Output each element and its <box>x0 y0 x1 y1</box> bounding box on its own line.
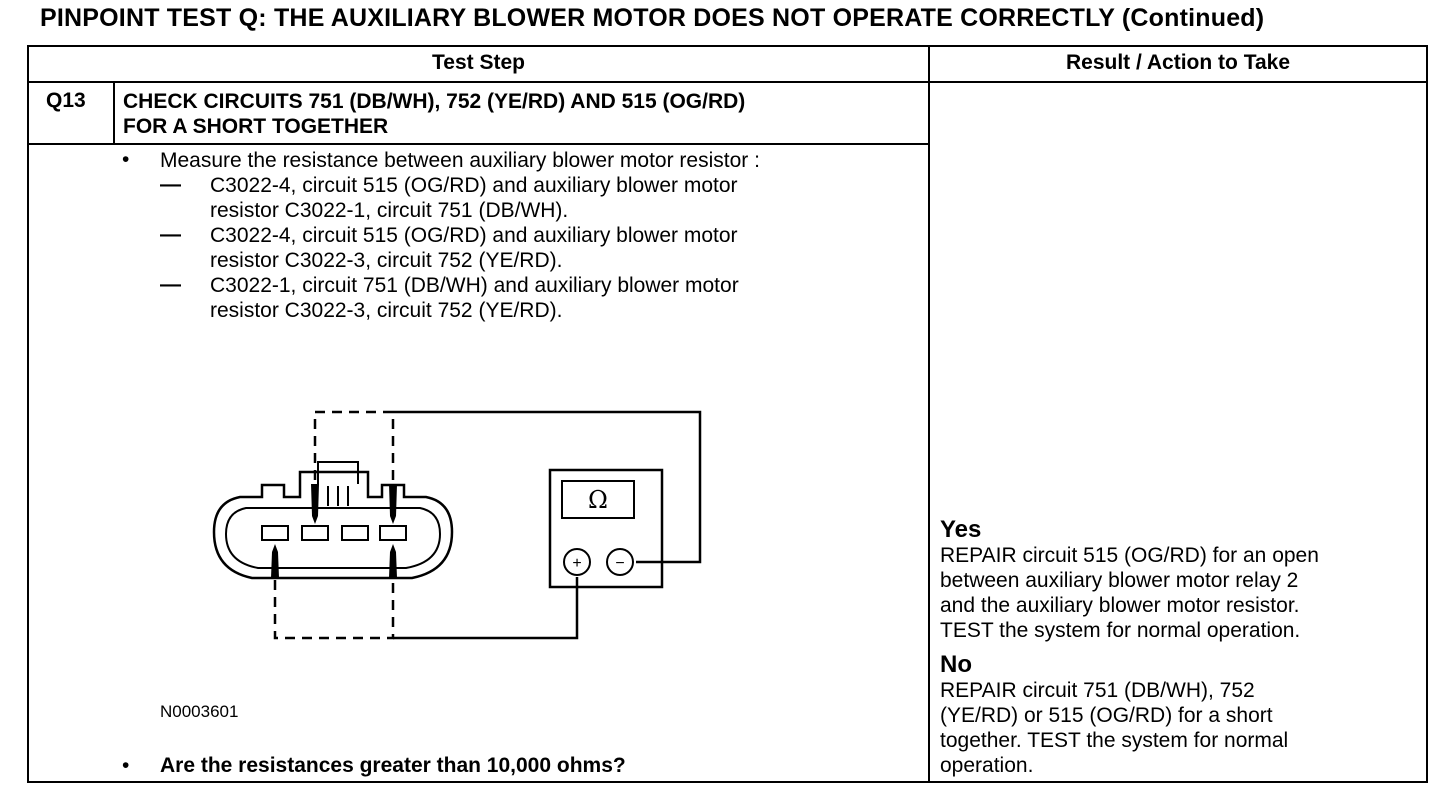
sub-instruction-2-line1: C3022-4, circuit 515 (OG/RD) and auxilia… <box>210 224 738 247</box>
result-yes-line: TEST the system for normal operation. <box>940 619 1301 642</box>
col-header-test-step: Test Step <box>432 51 525 74</box>
step-title-line1: CHECK CIRCUITS 751 (DB/WH), 752 (YE/RD) … <box>123 90 746 113</box>
sub-instruction-2-line2: resistor C3022-3, circuit 752 (YE/RD). <box>210 249 563 272</box>
instruction-main: Measure the resistance between auxiliary… <box>160 149 760 172</box>
bullet-icon: • <box>122 754 130 777</box>
result-no-line: together. TEST the system for normal <box>940 729 1289 752</box>
bullet-icon: • <box>122 148 130 171</box>
result-no-label: No <box>940 651 972 678</box>
result-no-text: REPAIR circuit 751 (DB/WH), 752 (YE/RD) … <box>940 678 1420 778</box>
page-title: PINPOINT TEST Q: THE AUXILIARY BLOWER MO… <box>40 4 1265 32</box>
step-title: CHECK CIRCUITS 751 (DB/WH), 752 (YE/RD) … <box>123 89 913 139</box>
result-yes-text: REPAIR circuit 515 (OG/RD) for an open b… <box>940 543 1420 643</box>
sub-instruction-1-line1: C3022-4, circuit 515 (OG/RD) and auxilia… <box>210 174 738 197</box>
column-divider <box>928 47 930 781</box>
dash-icon: — <box>160 273 181 296</box>
step-id-divider <box>113 81 115 145</box>
dash-icon: — <box>160 223 181 246</box>
pinpoint-test-table: Test Step Result / Action to Take Q13 CH… <box>27 45 1428 783</box>
sub-instruction-3-line2: resistor C3022-3, circuit 752 (YE/RD). <box>210 299 563 322</box>
result-no-line: operation. <box>940 754 1034 777</box>
result-yes-line: and the auxiliary blower motor resistor. <box>940 594 1300 617</box>
result-yes-line: REPAIR circuit 515 (OG/RD) for an open <box>940 544 1319 567</box>
col-header-result: Result / Action to Take <box>1065 51 1291 74</box>
step-title-line2: FOR A SHORT TOGETHER <box>123 115 389 138</box>
minus-icon: − <box>615 555 624 572</box>
sub-instruction-3-line1: C3022-1, circuit 751 (DB/WH) and auxilia… <box>210 274 739 297</box>
result-no-line: REPAIR circuit 751 (DB/WH), 752 <box>940 679 1255 702</box>
figure-id: N0003601 <box>160 702 239 721</box>
ohm-display-text: Ω <box>588 486 608 514</box>
step-title-row <box>29 81 929 145</box>
step-id: Q13 <box>46 89 86 112</box>
dash-icon: — <box>160 173 181 196</box>
plus-icon: + <box>572 555 581 572</box>
test-question: Are the resistances greater than 10,000 … <box>160 754 626 777</box>
result-no-line: (YE/RD) or 515 (OG/RD) for a short <box>940 704 1273 727</box>
result-yes-line: between auxiliary blower motor relay 2 <box>940 569 1299 592</box>
result-yes-label: Yes <box>940 516 982 543</box>
table-header-row <box>29 47 1426 83</box>
sub-instruction-1-line2: resistor C3022-1, circuit 751 (DB/WH). <box>210 199 569 222</box>
